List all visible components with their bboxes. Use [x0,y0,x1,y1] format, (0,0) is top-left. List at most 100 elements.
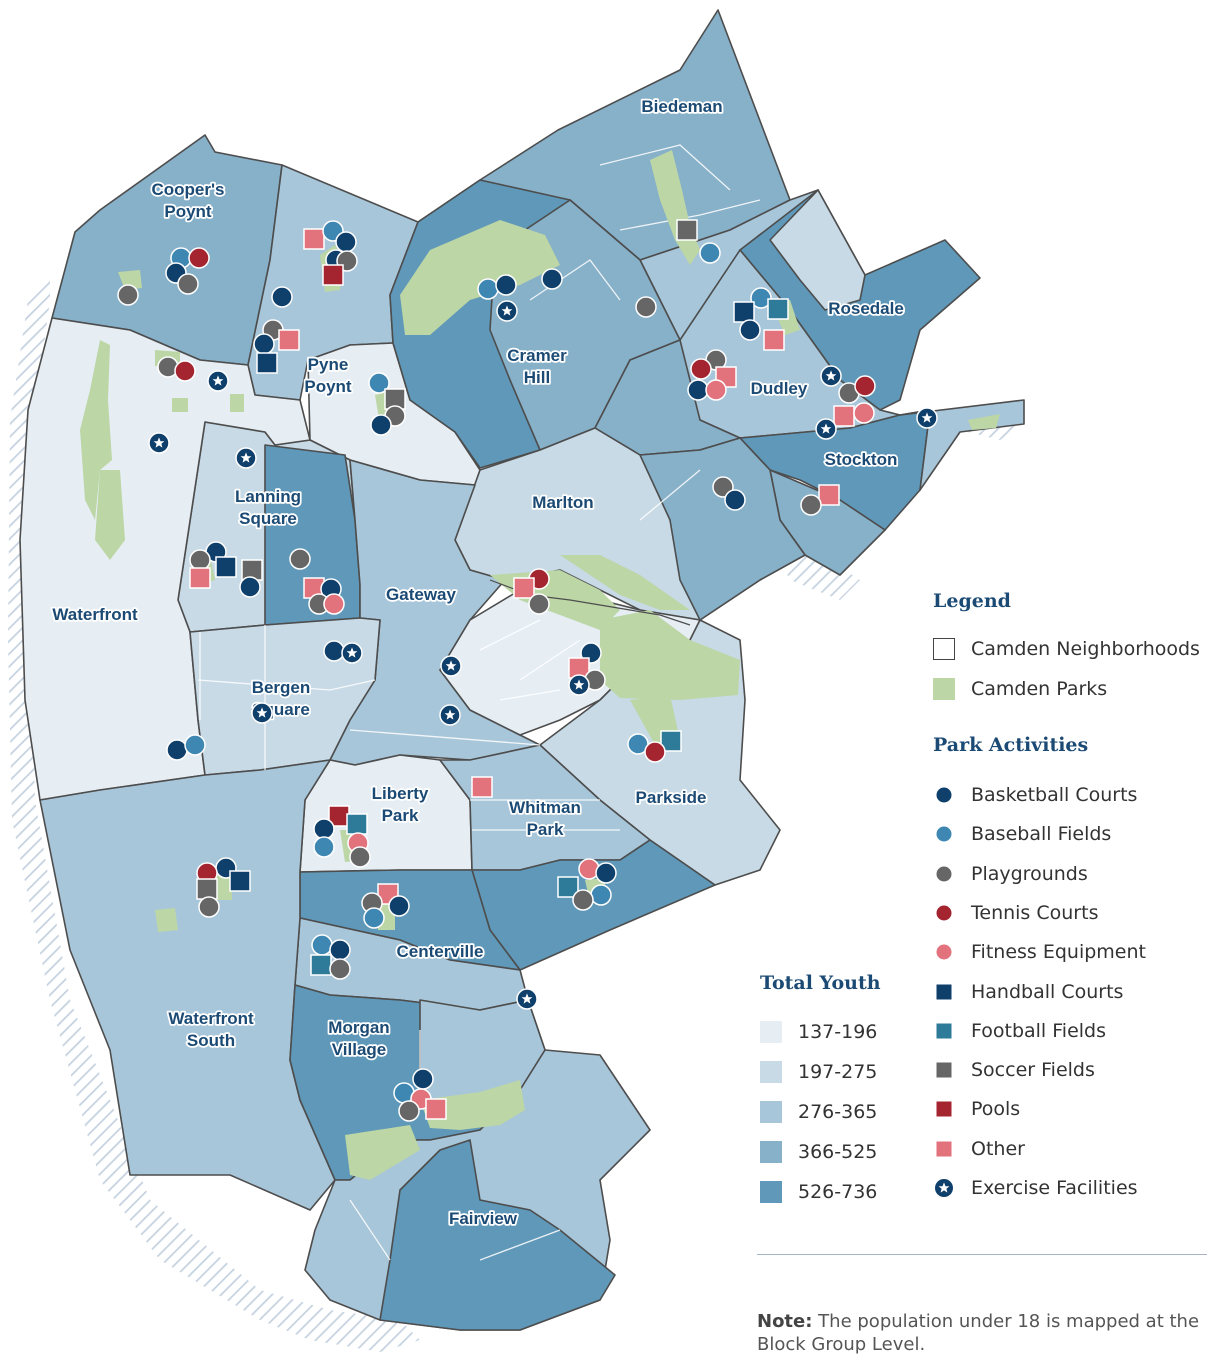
football-field-icon[interactable] [557,876,579,898]
fitness-equipment-icon[interactable] [705,379,727,401]
playground-icon[interactable] [289,548,311,570]
soccer-field-icon[interactable] [196,878,218,900]
playground-icon[interactable] [329,958,351,980]
basketball-court-icon[interactable] [239,576,261,598]
legend-title: Legend [933,590,1011,612]
other-facility-icon[interactable] [189,567,211,589]
basketball-court-icon[interactable] [412,1068,434,1090]
exercise-facility-icon[interactable] [820,365,842,387]
neighborhood-waterfront-south[interactable] [39,759,336,1211]
baseball-field-icon[interactable] [313,836,335,858]
neighborhood-fairview-core[interactable] [379,1139,616,1331]
baseball-field-icon[interactable] [184,734,206,756]
tennis-court-icon[interactable] [174,360,196,382]
handball-court-icon[interactable] [229,870,251,892]
playground-icon[interactable] [398,1100,420,1122]
baseball-field-icon[interactable] [368,372,390,394]
tennis-court-icon[interactable] [188,247,210,269]
other-facility-icon[interactable] [818,484,840,506]
football-field-icon[interactable] [660,730,682,752]
neighborhood-label: Biedeman [641,97,722,116]
basketball-court-icon[interactable] [271,286,293,308]
football-field-icon[interactable] [310,954,332,976]
fitness-equipment-icon[interactable] [323,593,345,615]
fitness-equipment-icon[interactable] [853,402,875,424]
other-facility-icon[interactable] [763,329,785,351]
exercise-facility-icon[interactable] [815,418,837,440]
soccer-field-icon[interactable] [676,219,698,241]
baseball-field-icon [933,823,955,845]
basketball-court-icon[interactable] [329,939,351,961]
baseball-field-icon[interactable] [590,884,612,906]
legend-activity-item: Soccer Fields [933,1059,1095,1081]
baseball-field-icon[interactable] [363,907,385,929]
exercise-facility-icon[interactable] [568,674,590,696]
exercise-facility-icon[interactable] [440,655,462,677]
handball-court-icon[interactable] [215,556,237,578]
playground-icon[interactable] [349,846,371,868]
pool-icon[interactable] [322,264,344,286]
baseball-field-icon[interactable] [311,934,333,956]
exercise-facility-icon[interactable] [439,704,461,726]
other-facility-icon[interactable] [471,776,493,798]
tennis-court-icon[interactable] [644,741,666,763]
tennis-court-icon[interactable] [690,358,712,380]
exercise-facility-icon[interactable] [251,702,273,724]
basketball-court-icon[interactable] [739,319,761,341]
exercise-facility-icon[interactable] [916,407,938,429]
basketball-court-icon[interactable] [541,268,563,290]
playground-icon[interactable] [189,549,211,571]
playground-icon[interactable] [117,284,139,306]
baseball-field-icon[interactable] [477,278,499,300]
park-waterfront-river [95,470,125,560]
basketball-court-icon[interactable] [388,895,410,917]
exercise-facility-icon[interactable] [516,988,538,1010]
basketball-court-icon[interactable] [166,739,188,761]
neighborhood-label: Parkside [636,788,707,807]
park-morgan [345,1125,420,1180]
other-facility-icon[interactable] [425,1098,447,1120]
legend-item-parks: Camden Parks [933,678,1107,700]
handball-court-icon[interactable] [256,352,278,374]
other-facility-icon [933,1138,955,1160]
football-field-icon[interactable] [767,298,789,320]
playground-icon[interactable] [177,273,199,295]
playground-icon[interactable] [528,593,550,615]
basketball-court-icon[interactable] [313,818,335,840]
other-facility-icon[interactable] [513,577,535,599]
neighborhood-stockton[interactable] [739,409,931,531]
basketball-court-icon[interactable] [495,274,517,296]
neighborhood-rosedale-north[interactable] [769,189,866,311]
exercise-facility-icon[interactable] [148,432,170,454]
playground-icon[interactable] [198,896,220,918]
neighborhood-marlton-east[interactable] [639,437,806,621]
exercise-facility-icon[interactable] [207,370,229,392]
tennis-court-icon[interactable] [854,375,876,397]
handball-court-icon[interactable] [733,301,755,323]
baseball-field-icon[interactable] [699,242,721,264]
exercise-facility-icon[interactable] [496,300,518,322]
park-parkside-big [600,610,740,700]
basketball-court-icon[interactable] [724,489,746,511]
basketball-court-icon[interactable] [335,231,357,253]
playground-icon[interactable] [635,296,657,318]
other-facility-icon[interactable] [303,228,325,250]
exercise-facility-icon[interactable] [235,447,257,469]
playground-icon[interactable] [572,889,594,911]
basketball-court-icon[interactable] [687,379,709,401]
other-facility-icon[interactable] [833,405,855,427]
park-cramer-hill [400,220,560,335]
playground-icon[interactable] [800,494,822,516]
other-facility-icon[interactable] [278,329,300,351]
basketball-court-icon[interactable] [370,414,392,436]
exercise-facility-icon[interactable] [341,642,363,664]
basketball-court-icon[interactable] [253,333,275,355]
baseball-field-icon[interactable] [750,287,772,309]
football-field-icon[interactable] [346,813,368,835]
basketball-court-icon[interactable] [323,640,345,662]
basketball-court-icon[interactable] [595,862,617,884]
legend-activity-label: Other [971,1137,1025,1160]
